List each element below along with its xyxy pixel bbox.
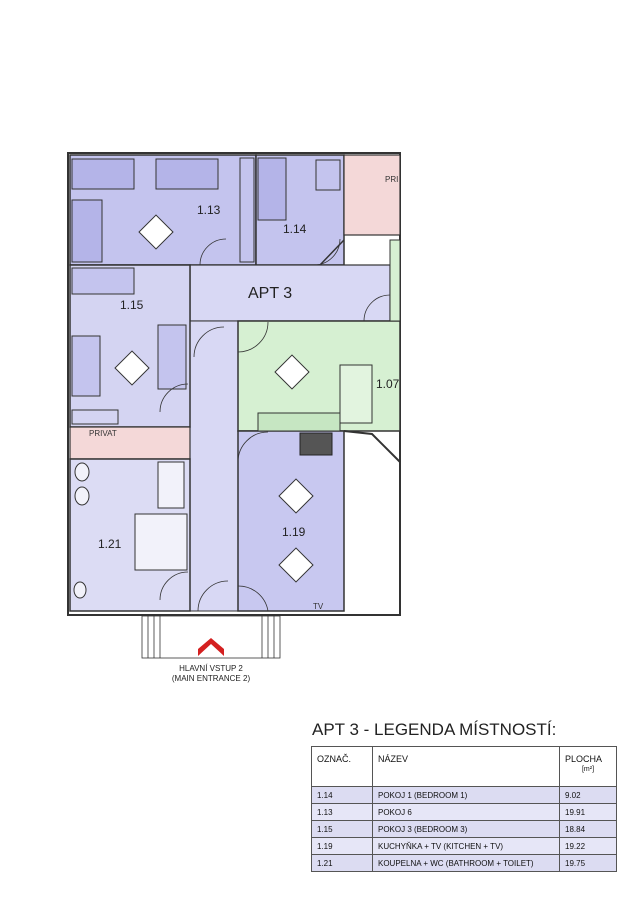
bed bbox=[71, 335, 101, 397]
door-arc bbox=[363, 294, 391, 322]
bed bbox=[155, 158, 219, 190]
sink bbox=[74, 462, 90, 482]
corridor-vertical bbox=[189, 320, 239, 612]
legend-code: 1.13 bbox=[311, 803, 373, 821]
room-1-19 bbox=[237, 430, 345, 612]
table-set-1-15 bbox=[114, 350, 150, 386]
table-set-1-19 bbox=[278, 478, 314, 583]
table-row: 1.15 POKOJ 3 (BEDROOM 3) 18.84 bbox=[311, 820, 617, 838]
table-row: 1.19 KUCHYŇKA + TV (KITCHEN + TV) 19.22 bbox=[311, 837, 617, 855]
legend-area: 18.84 bbox=[559, 820, 617, 838]
legend-code: 1.15 bbox=[311, 820, 373, 838]
legend-name: KUCHYŇKA + TV (KITCHEN + TV) bbox=[372, 837, 560, 855]
bed bbox=[257, 157, 287, 221]
legend-header-code: OZNAČ. bbox=[311, 746, 373, 787]
room-label-1-13: 1.13 bbox=[197, 203, 221, 217]
kitchen-counter bbox=[257, 412, 341, 432]
room-legend-table: OZNAČ. NÁZEV PLOCHA [m²] 1.14 POKOJ 1 (B… bbox=[311, 746, 617, 872]
legend-header-area-unit: [m²] bbox=[581, 766, 595, 773]
room-label-1-21: 1.21 bbox=[98, 537, 122, 551]
private-room-left bbox=[69, 426, 191, 460]
toilet bbox=[73, 581, 87, 599]
door-arc bbox=[159, 571, 189, 601]
legend-area: 19.75 bbox=[559, 854, 617, 872]
wardrobe bbox=[71, 409, 119, 425]
floor-plan: 1.13 1.14 1.15 1.07 1.21 1.19 APT 3 PRI … bbox=[67, 152, 401, 659]
tv-label: TV bbox=[313, 602, 324, 611]
desk bbox=[315, 159, 341, 191]
bed bbox=[71, 199, 103, 263]
legend-code: 1.14 bbox=[311, 786, 373, 804]
legend-name: POKOJ 6 bbox=[372, 803, 560, 821]
entrance-line-1: HLAVNÍ VSTUP 2 bbox=[179, 664, 243, 673]
table-set-1-07 bbox=[274, 354, 310, 390]
room-label-1-15: 1.15 bbox=[120, 298, 144, 312]
legend-name: POKOJ 1 (BEDROOM 1) bbox=[372, 786, 560, 804]
bathtub bbox=[157, 461, 185, 509]
legend-area: 9.02 bbox=[559, 786, 617, 804]
sofa-1-07 bbox=[339, 364, 373, 424]
table-row: 1.14 POKOJ 1 (BEDROOM 1) 9.02 bbox=[311, 786, 617, 804]
door-arc bbox=[313, 238, 341, 266]
legend-area: 19.22 bbox=[559, 837, 617, 855]
door-arc bbox=[199, 238, 227, 266]
main-entrance-label: HLAVNÍ VSTUP 2 (MAIN ENTRANCE 2) bbox=[140, 664, 282, 684]
room-label-1-07: 1.07 bbox=[376, 377, 400, 391]
door-arc bbox=[237, 321, 269, 353]
legend-area: 19.91 bbox=[559, 803, 617, 821]
shower bbox=[134, 513, 188, 571]
legend-header-name: NÁZEV bbox=[372, 746, 560, 787]
door-arc bbox=[193, 326, 225, 358]
door-arc bbox=[237, 431, 269, 463]
table-set-1-13 bbox=[138, 214, 174, 250]
room-1-07-right bbox=[389, 239, 401, 322]
legend-header-area-label: PLOCHA bbox=[565, 754, 603, 764]
private-label-left: PRIVAT bbox=[89, 429, 117, 438]
table-row: 1.13 POKOJ 6 19.91 bbox=[311, 803, 617, 821]
entrance-line-2: (MAIN ENTRANCE 2) bbox=[171, 674, 251, 683]
angled-wall bbox=[343, 430, 401, 463]
room-label-1-14: 1.14 bbox=[283, 222, 307, 236]
sofa bbox=[157, 324, 187, 390]
door-arc bbox=[237, 585, 269, 612]
entrance-steps bbox=[141, 615, 281, 659]
legend-name: POKOJ 3 (BEDROOM 3) bbox=[372, 820, 560, 838]
entrance-arrow-icon bbox=[198, 638, 224, 656]
stove bbox=[299, 432, 333, 456]
table-row: 1.21 KOUPELNA + WC (BATHROOM + TOILET) 1… bbox=[311, 854, 617, 872]
room-label-1-19: 1.19 bbox=[282, 525, 306, 539]
apartment-label: APT 3 bbox=[248, 285, 292, 302]
wardrobe bbox=[239, 157, 255, 263]
legend-code: 1.19 bbox=[311, 837, 373, 855]
sink bbox=[74, 486, 90, 506]
bed bbox=[71, 158, 135, 190]
bed bbox=[71, 267, 135, 295]
legend-title: APT 3 - LEGENDA MÍSTNOSTÍ: bbox=[312, 720, 557, 739]
door-arc bbox=[159, 383, 189, 413]
legend-header-area: PLOCHA [m²] bbox=[559, 746, 617, 787]
private-room-top bbox=[343, 154, 401, 236]
private-label-top: PRI bbox=[385, 175, 398, 184]
legend-header-row: OZNAČ. NÁZEV PLOCHA [m²] bbox=[311, 746, 617, 787]
legend-name: KOUPELNA + WC (BATHROOM + TOILET) bbox=[372, 854, 560, 872]
door-arc bbox=[197, 580, 229, 612]
legend-code: 1.21 bbox=[311, 854, 373, 872]
wall-chamfer bbox=[319, 239, 345, 266]
